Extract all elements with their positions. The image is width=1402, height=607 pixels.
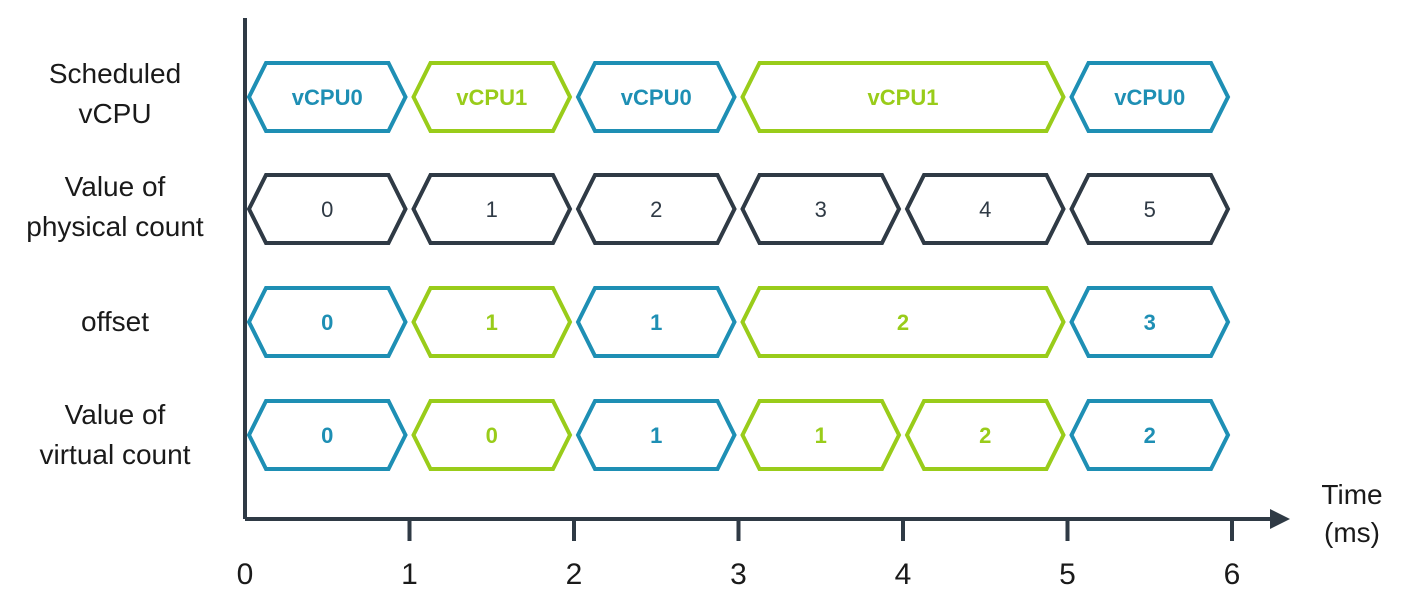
timeline-segment-label: 5 (1144, 197, 1156, 222)
timeline-segment-label: 2 (650, 197, 662, 222)
timeline-segment-label: 1 (650, 423, 662, 448)
row-label-line: vCPU (78, 98, 152, 129)
timeline-segment (904, 173, 1066, 245)
timeline-segment (246, 61, 408, 133)
timeline-segment (246, 286, 408, 358)
timeline-segment (575, 61, 737, 133)
timeline-segment (411, 61, 573, 133)
timeline-segment-label: 1 (650, 310, 662, 335)
timeline-segment (246, 399, 408, 471)
time-axis-tick-label: 2 (566, 558, 583, 591)
timeline-segment (904, 399, 1066, 471)
timeline-segment (411, 286, 573, 358)
timeline-segment (575, 399, 737, 471)
timeline-segment-label: 1 (486, 310, 498, 335)
time-axis-tick-label: 3 (730, 558, 747, 591)
row-label-scheduled-vcpu: Scheduled vCPU (0, 54, 230, 134)
time-axis-title-unit: (ms) (1324, 517, 1380, 548)
timeline-segment-label: 4 (979, 197, 991, 222)
row-label-physical-count: Value of physical count (0, 167, 230, 247)
timeline-segment (411, 399, 573, 471)
timeline-segment (740, 173, 902, 245)
row-label-line: Value of (64, 171, 166, 202)
timeline-segment-label: 0 (321, 197, 333, 222)
timeline-segment (1069, 286, 1231, 358)
timeline-segment-label: vCPU1 (456, 85, 527, 110)
timeline-segment-label: 3 (1144, 310, 1156, 335)
timeline-segment (740, 61, 1066, 133)
row-label-line: offset (81, 306, 149, 337)
row-label-line: virtual count (39, 439, 191, 470)
timeline-segment (246, 173, 408, 245)
time-axis-tick-label: 0 (237, 558, 254, 591)
timeline-segment-label: vCPU0 (1114, 85, 1185, 110)
timeline-segment (740, 399, 902, 471)
timeline-segment (1069, 61, 1231, 133)
time-axis-tick-label: 6 (1224, 558, 1241, 591)
row-label-line: physical count (26, 211, 204, 242)
timeline-segment (575, 173, 737, 245)
timeline-segment (1069, 173, 1231, 245)
timeline-segment-label: 0 (321, 310, 333, 335)
timeline-segment-label: vCPU0 (292, 85, 363, 110)
time-axis-tick-label: 5 (1059, 558, 1076, 591)
time-axis-title-line: Time (1321, 479, 1383, 510)
time-axis-tick-label: 4 (895, 558, 912, 591)
timeline-segment (1069, 399, 1231, 471)
timeline-segment-label: 2 (897, 310, 909, 335)
timeline-segment (740, 286, 1066, 358)
timeline-segment-label: 3 (815, 197, 827, 222)
row-label-offset: offset (0, 302, 230, 342)
timeline-segment-label: 1 (486, 197, 498, 222)
time-axis-tick-label: 1 (401, 558, 418, 591)
timeline-segment-label: 2 (979, 423, 991, 448)
timeline-segment (411, 173, 573, 245)
row-label-line: Value of (64, 399, 166, 430)
row-label-line: Scheduled (48, 58, 182, 89)
time-axis-title: Time (ms) (1302, 476, 1402, 552)
timeline-segment (575, 286, 737, 358)
timeline-segment-label: 0 (321, 423, 333, 448)
timeline-segment-label: 0 (486, 423, 498, 448)
timeline-segment-label: 2 (1144, 423, 1156, 448)
row-label-virtual-count: Value of virtual count (0, 395, 230, 475)
time-axis-arrowhead (1270, 509, 1290, 529)
timeline-segment-label: vCPU0 (621, 85, 692, 110)
timeline-segment-label: 1 (815, 423, 827, 448)
timeline-segment-label: vCPU1 (868, 85, 939, 110)
